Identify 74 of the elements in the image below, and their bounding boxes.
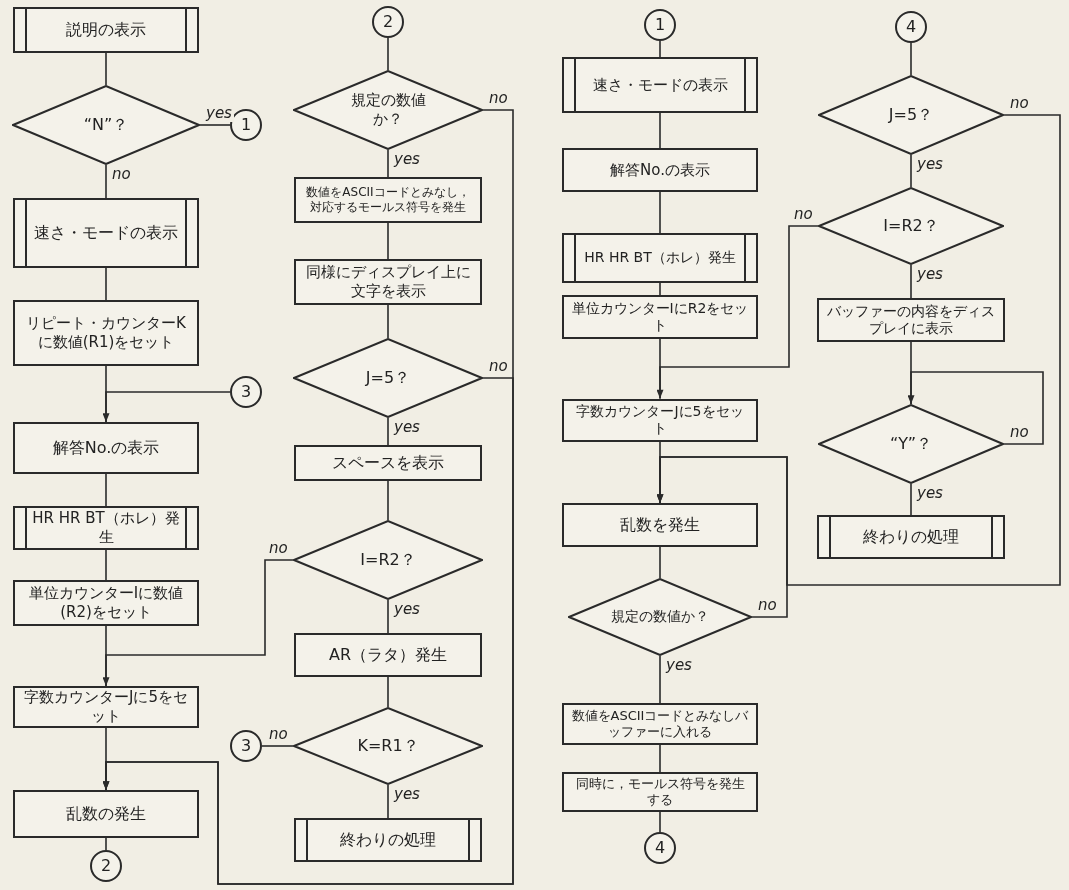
connector-circle: 4 [644, 832, 676, 864]
process-box: 同様にディスプレイ上に文字を表示 [294, 259, 482, 305]
decision-diamond: I=R2？ [818, 187, 1004, 265]
decision-diamond: J=5？ [293, 338, 483, 418]
connector-circle: 3 [230, 730, 262, 762]
connector-line [105, 473, 107, 507]
connector-circle: 1 [644, 9, 676, 41]
decision-diamond: 規定の数値か？ [568, 578, 752, 656]
connector-line [659, 40, 661, 58]
connector-line [659, 655, 661, 704]
arrow [102, 377, 514, 885]
subroutine-box: HR HR BT（ホレ）発生 [562, 233, 758, 283]
connector-line [387, 599, 389, 634]
connector-line [910, 154, 912, 188]
connector-line [105, 549, 107, 581]
process-box: 解答No.の表示 [562, 148, 758, 192]
process-box: 数値をASCIIコードとみなしバッファーに入れる [562, 703, 758, 745]
process-box: 数値をASCIIコードとみなし，対応するモールス符号を発生 [294, 177, 482, 223]
process-box: 同時に，モールス符号を発生する [562, 772, 758, 812]
connector-line [387, 417, 389, 446]
process-box: 乱数の発生 [13, 790, 199, 838]
decision-diamond: J=5？ [818, 75, 1004, 155]
connector-line [105, 267, 107, 301]
subroutine-box: 説明の表示 [13, 7, 199, 53]
subroutine-box: 終わりの処理 [817, 515, 1005, 559]
decision-diamond: “Y”？ [818, 404, 1004, 484]
decision-diamond: K=R1？ [293, 707, 483, 785]
decision-diamond: I=R2？ [293, 520, 483, 600]
connector-line [105, 52, 107, 86]
arrow [907, 371, 1044, 445]
subroutine-box: HR HR BT（ホレ）発生 [13, 506, 199, 550]
arrow [656, 225, 819, 400]
connector-line [387, 676, 389, 708]
process-box: バッファーの内容をディスプレイに表示 [817, 298, 1005, 342]
connector-line [105, 164, 107, 199]
connector-line [387, 37, 389, 71]
connector-line [659, 744, 661, 773]
connector-line [261, 745, 294, 747]
connector-line [659, 811, 661, 833]
process-box: リピート・カウンターKに数値(R1)をセット [13, 300, 199, 366]
subroutine-box: 速さ・モードの表示 [13, 198, 199, 268]
connector-line [659, 282, 661, 296]
decision-diamond: “N”？ [12, 85, 200, 165]
connector-line [387, 149, 389, 178]
process-box: 単位カウンターIにR2をセット [562, 295, 758, 339]
connector-line [387, 784, 389, 819]
connector-line [659, 191, 661, 234]
process-box: 字数カウンターJに5をセット [562, 398, 758, 442]
connector-line [910, 42, 912, 76]
connector-line [387, 304, 389, 339]
connector-line [910, 483, 912, 516]
decision-diamond: 規定の数値か？ [293, 70, 483, 150]
arrow [656, 114, 1061, 586]
connector-line [105, 837, 107, 851]
connector-circle: 3 [230, 376, 262, 408]
process-box: 解答No.の表示 [13, 422, 199, 474]
arrow [102, 391, 231, 423]
connector-line [910, 264, 912, 299]
connector-circle: 4 [895, 11, 927, 43]
process-box: 乱数を発生 [562, 503, 758, 547]
connector-line [387, 480, 389, 521]
connector-circle: 2 [90, 850, 122, 882]
subroutine-box: 終わりの処理 [294, 818, 482, 862]
arrow [102, 559, 294, 687]
subroutine-box: 速さ・モードの表示 [562, 57, 758, 113]
process-box: 字数カウンターJに5をセット [13, 686, 199, 728]
connector-line [199, 124, 231, 126]
process-box: 単位カウンターIに数値(R2)をセット [13, 580, 199, 626]
connector-circle: 2 [372, 6, 404, 38]
connector-line [659, 112, 661, 149]
process-box: スペースを表示 [294, 445, 482, 481]
connector-line [659, 546, 661, 579]
connector-line [387, 222, 389, 260]
process-box: AR（ラタ）発生 [294, 633, 482, 677]
